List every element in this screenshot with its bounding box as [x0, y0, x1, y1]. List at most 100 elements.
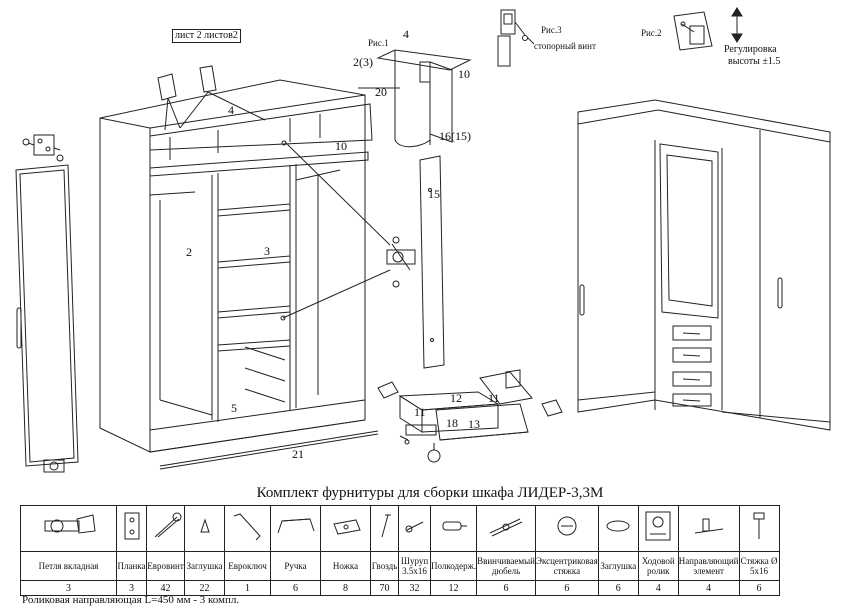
fig2-caption-line2: высоты ±1.5: [728, 56, 780, 67]
kit-cell-foot: [320, 505, 371, 552]
kit-cell-screw: [398, 505, 431, 552]
handle-icon: [277, 518, 314, 534]
hex-key-icon: [233, 513, 261, 541]
sheet-label: лист 2 листов2: [172, 29, 241, 43]
fig1-part-4: 4: [403, 27, 409, 41]
kit-item-qty: 6: [597, 580, 639, 596]
part-2: 2: [186, 245, 192, 259]
fig2-caption-line1: Регулировка: [724, 44, 777, 55]
kit-cell-hinge: [20, 505, 117, 552]
mounting-plate-icon: [124, 512, 139, 540]
roller-icon: [645, 511, 671, 541]
part-4: 4: [228, 103, 234, 117]
part-21: 21: [292, 447, 304, 461]
kit-item-name: Эксцентриковая стяжка: [535, 551, 599, 581]
fig2-title: Рис.2: [641, 28, 662, 38]
fig1-detail: [358, 49, 472, 148]
kit-item-name: Гвоздь: [370, 551, 399, 581]
kit-item-name: Заглушка: [597, 551, 639, 581]
kit-cell-camlock: [535, 505, 599, 552]
kit-cell-guide: [677, 505, 740, 552]
kit-cell-plate: [116, 505, 147, 552]
cap-disc-icon: [606, 520, 630, 532]
kit-item-name: Полкодерж.: [429, 551, 478, 581]
kit-item-name: Планка: [116, 551, 147, 581]
kit-item-qty: 6: [738, 580, 780, 596]
nail-icon: [381, 514, 391, 538]
hinge-icon: [44, 514, 96, 534]
kit-item-qty: 70: [370, 580, 399, 596]
sliding-door-left: [15, 164, 79, 467]
kit-cell-hexkey: [224, 505, 271, 552]
fig1-part-10: 10: [458, 67, 470, 81]
part-18: 18: [446, 416, 458, 430]
kit-item-name: Ножка: [320, 551, 371, 581]
kit-item-name: Ходовой ролик: [637, 551, 679, 581]
part-15: 15: [428, 187, 440, 201]
side-door-15: [419, 155, 445, 369]
part-10: 10: [335, 139, 347, 153]
kit-cell-roller: [637, 505, 679, 552]
kit-item-name: Шуруп 3.5x16: [398, 551, 431, 581]
drawer-assembly: [377, 369, 563, 463]
kit-item-qty: 4: [677, 580, 740, 596]
part-13: 13: [468, 417, 480, 431]
fig3-title: Рис.3: [541, 25, 562, 35]
rail-note: Роликовая направляющая L=450 мм - 3 комп…: [22, 594, 240, 606]
part-3: 3: [264, 244, 270, 258]
kit-item-qty: 12: [429, 580, 478, 596]
roller-drawing: [43, 459, 65, 473]
kit-cell-cap: [184, 505, 225, 552]
wardrobe-carcass: [99, 65, 391, 470]
kit-item-name: Стяжка Ø 5x16: [738, 551, 780, 581]
fig3-caption: стопорный винт: [534, 41, 596, 51]
foot-icon: [332, 519, 361, 535]
hinge-bracket-drawing: [22, 134, 64, 162]
kit-cell-nail: [370, 505, 399, 552]
kit-cell-euroscrew: [146, 505, 185, 552]
part-12: 12: [450, 391, 462, 405]
connector-bolt-icon: [753, 512, 765, 539]
fig1-part-2-3: 2(3): [353, 55, 373, 69]
kit-item-name: Направляющий элемент: [677, 551, 740, 581]
cam-lock-icon: [557, 516, 577, 536]
hinge-detail-drawing: [386, 236, 416, 288]
kit-item-qty: 32: [398, 580, 431, 596]
cap-icon: [199, 518, 210, 533]
kit-title: Комплект фурнитуры для сборки шкафа ЛИДЕ…: [256, 485, 604, 501]
dowel-icon: [489, 518, 523, 537]
euro-screw-icon: [154, 512, 181, 538]
kit-cell-handle: [270, 505, 321, 552]
assembled-wardrobe: [577, 99, 831, 431]
fig3-detail: [497, 9, 535, 67]
part-11-b: 11: [488, 391, 500, 405]
kit-item-name: Евровинт: [146, 551, 185, 581]
kit-cell-cap-disc: [597, 505, 639, 552]
kit-item-qty: 8: [320, 580, 371, 596]
kit-item-name: Петля вкладная: [20, 551, 117, 581]
kit-item-qty: 6: [270, 580, 321, 596]
kit-item-qty: 4: [637, 580, 679, 596]
screw-icon: [405, 521, 423, 533]
shelf-support-icon: [442, 521, 467, 531]
kit-item-qty: 6: [535, 580, 599, 596]
kit-item-qty: 42: [146, 580, 185, 596]
fig1-part-20: 20: [375, 85, 387, 99]
part-5: 5: [231, 401, 237, 415]
guide-element-icon: [694, 518, 723, 534]
part-11-a: 11: [414, 405, 426, 419]
kit-cell-connector: [738, 505, 780, 552]
kit-item-qty: 3: [116, 580, 147, 596]
kit-item-name: Евроключ: [224, 551, 271, 581]
kit-cell-shelf-support: [429, 505, 478, 552]
fig2-detail: [673, 7, 743, 51]
kit-item-name: Ввинчиваемый дюбель: [476, 551, 536, 581]
kit-item-name: Заглушка: [184, 551, 225, 581]
kit-item-qty: 6: [476, 580, 536, 596]
fig1-title: Рис.1: [368, 38, 389, 48]
kit-cell-dowel: [476, 505, 536, 552]
fig1-part-16-15: 16(15): [439, 129, 471, 143]
kit-item-name: Ручка: [270, 551, 321, 581]
